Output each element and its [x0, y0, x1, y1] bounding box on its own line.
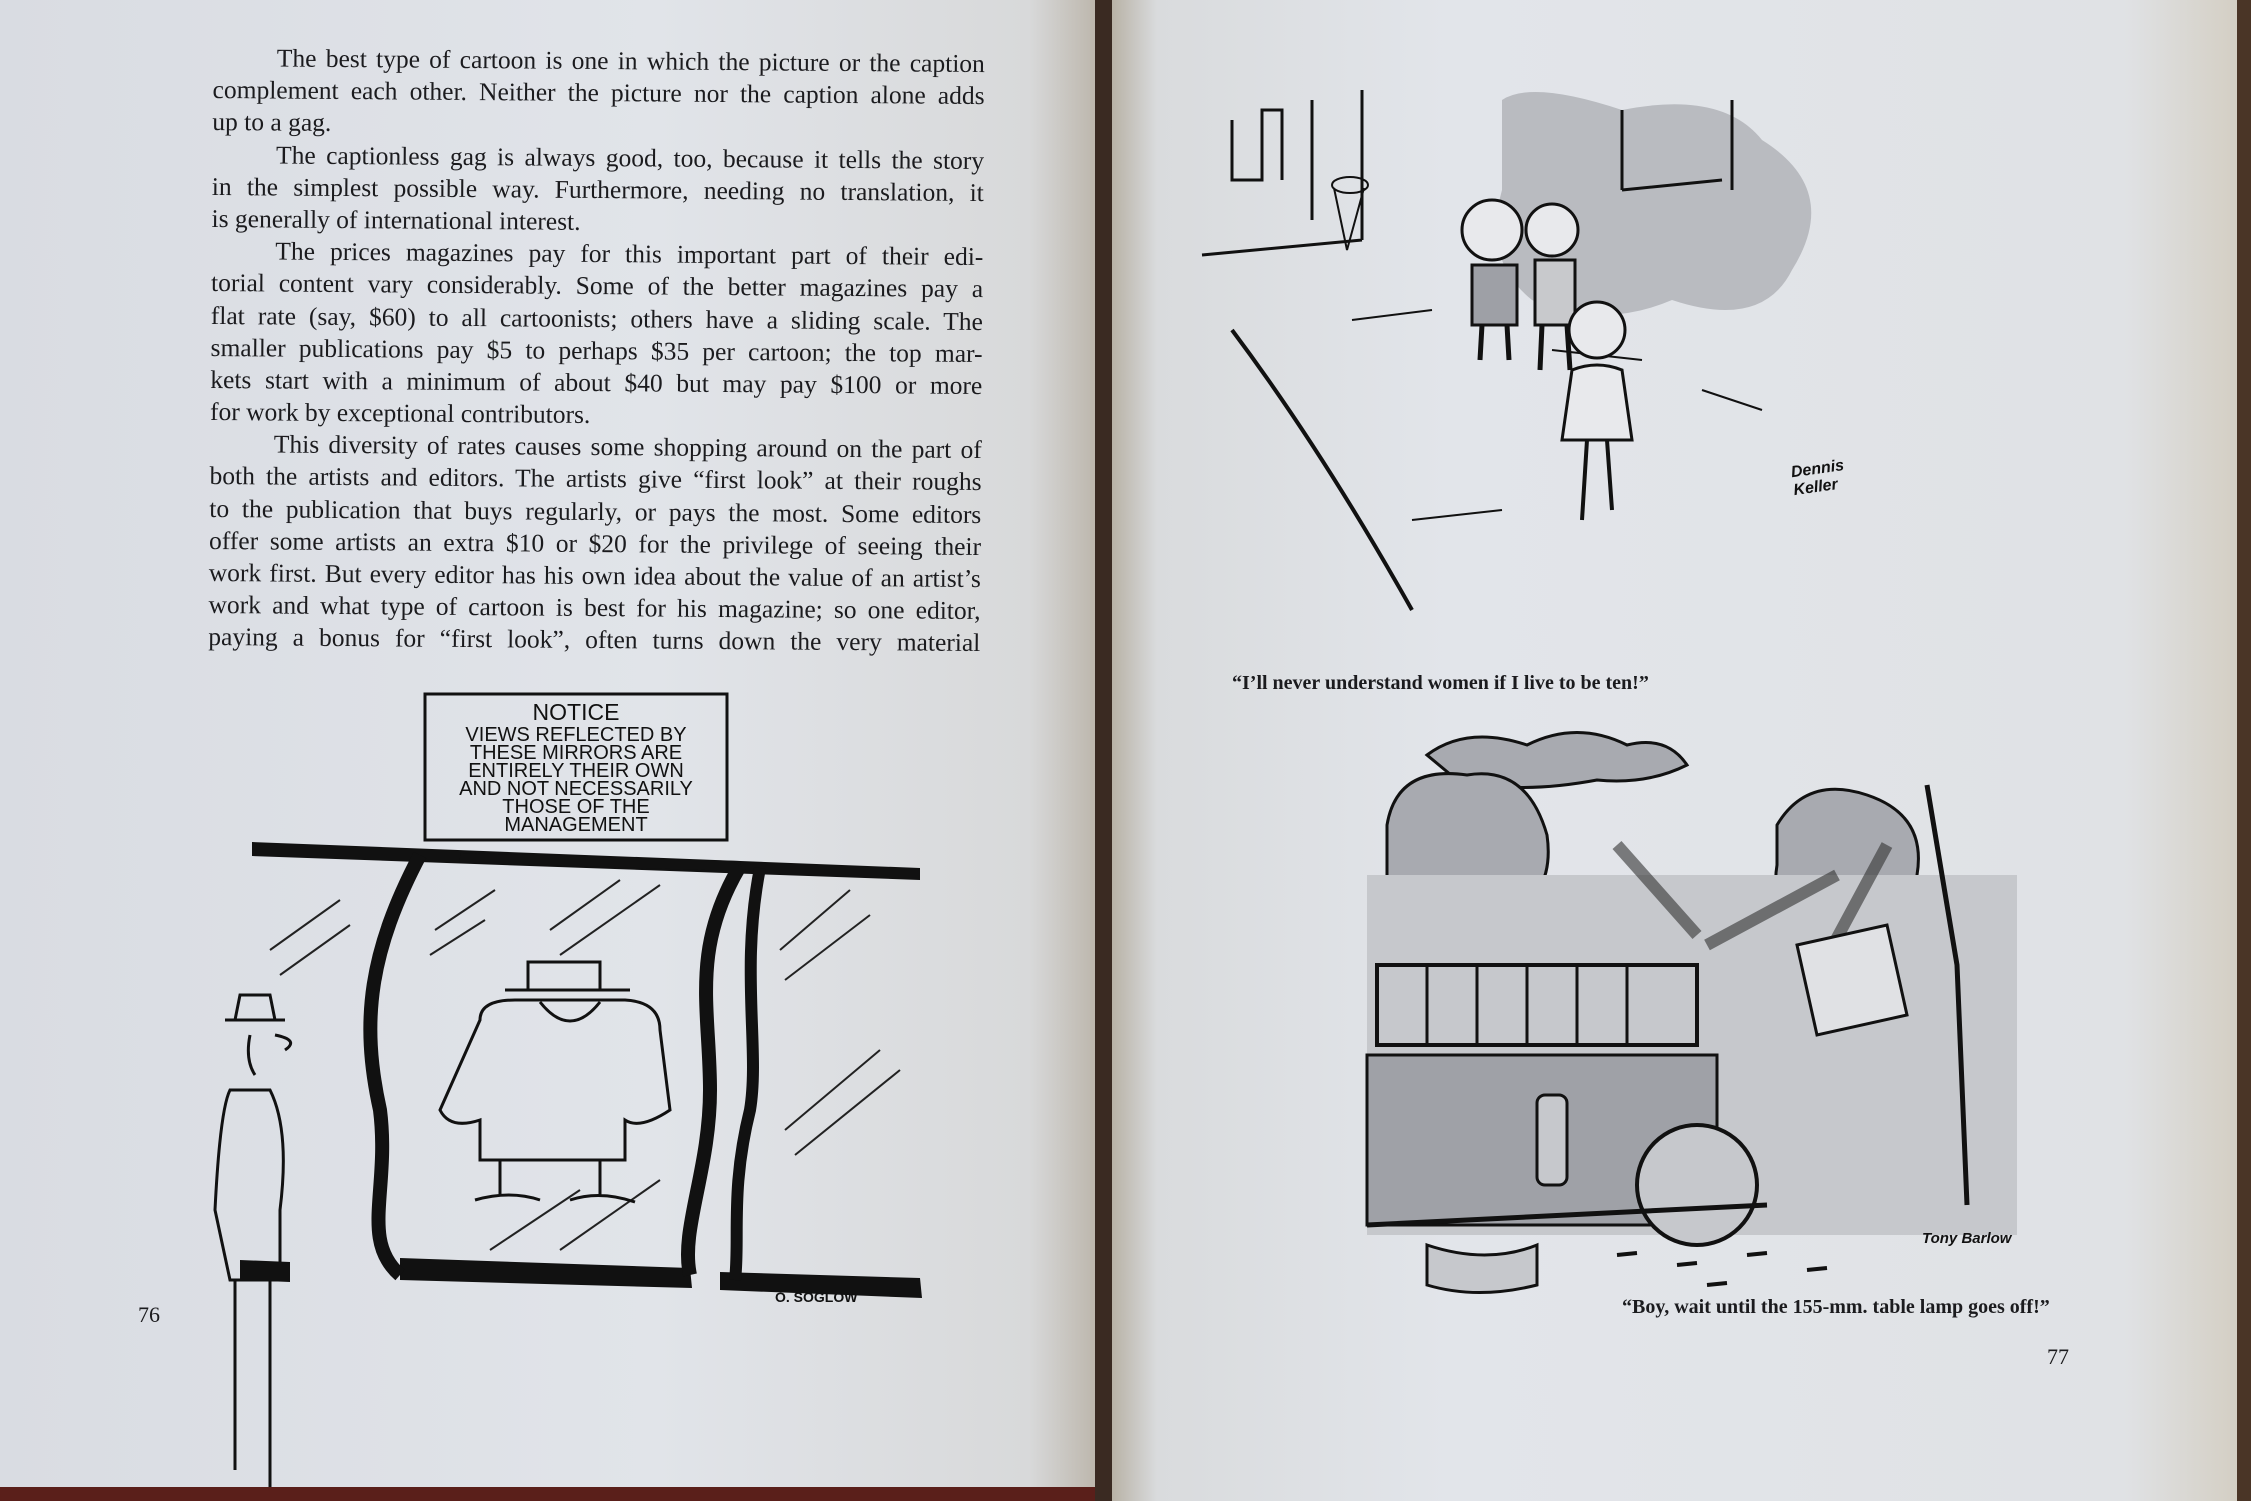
left-page: The best type of cartoon is one in which… — [0, 0, 1095, 1501]
book-cover-edge — [0, 1487, 1095, 1501]
sign-text: ENTIRELY THEIR OWN — [468, 760, 684, 782]
sign-text: NOTICE — [533, 699, 620, 725]
cartoon-signature: Tony Barlow — [1922, 1230, 2012, 1247]
text-line: torial content vary considerably. Some o… — [210, 268, 984, 304]
sign-text: THOSE OF THE — [502, 796, 649, 818]
page-number: 77 — [2047, 1344, 2069, 1369]
sign-text: AND NOT NECESSARILY — [459, 778, 693, 800]
cartoon-caption: “Boy, wait until the 155-mm. table lamp … — [1622, 1296, 2050, 1318]
kids-cartoon-illustration — [1201, 90, 1812, 611]
text-line: up to a gag. — [212, 107, 332, 138]
paragraph: This diversity of rates causes some shop… — [208, 428, 982, 659]
paragraph: The prices magazines pay for this import… — [210, 235, 983, 434]
book-cover-edge — [2237, 0, 2251, 1501]
page-number: 76 — [138, 1302, 160, 1327]
body-text: The best type of cartoon is one in which… — [208, 42, 985, 660]
text-line: paying a bonus for “first look”, often t… — [208, 622, 981, 658]
paragraph: The captionless gag is always good, too,… — [211, 139, 985, 242]
paragraph: The best type of cartoon is one in which… — [212, 42, 985, 145]
sign-text: VIEWS REFLECTED BY — [465, 724, 686, 746]
cartoon-signature: O. SOGLOW — [775, 1289, 858, 1305]
fire-truck-cartoon-illustration — [1365, 731, 2017, 1294]
cartoon-caption: “I’ll never understand women if I live t… — [1232, 672, 1649, 694]
right-page: Dennis Keller “I’ll never understand wom… — [1112, 0, 2237, 1501]
sign-text: THESE MIRRORS ARE — [470, 742, 682, 764]
sign-text: MANAGEMENT — [504, 814, 647, 836]
mirror-cartoon-illustration: NOTICE VIEWS REFLECTED BY THESE MIRRORS … — [213, 692, 922, 1490]
